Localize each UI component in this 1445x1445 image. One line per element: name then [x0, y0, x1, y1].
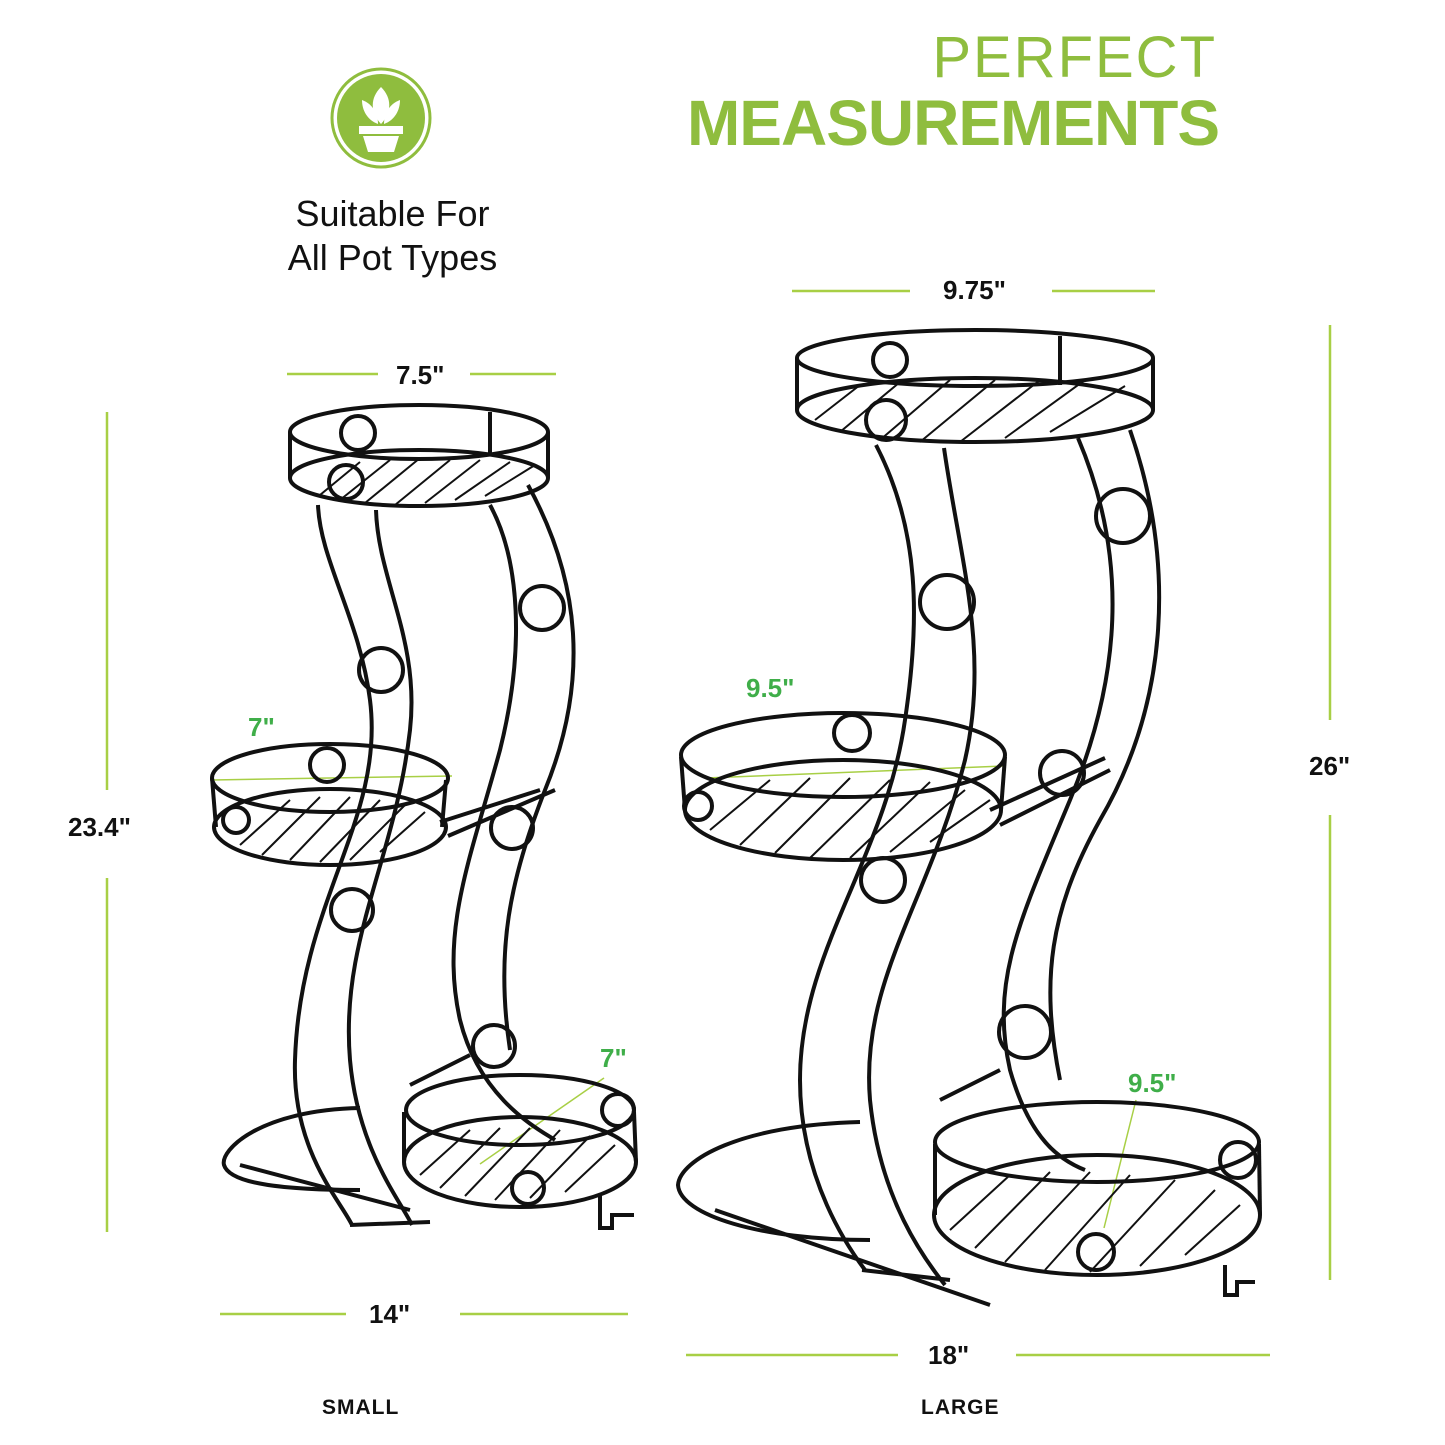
- feature-text: Suitable For All Pot Types: [240, 192, 545, 280]
- potted-plant-icon: [330, 67, 432, 169]
- small-top-width-label: 7.5": [396, 360, 445, 390]
- large-caption: LARGE: [921, 1396, 1000, 1419]
- feature-line-2: All Pot Types: [287, 237, 498, 278]
- dimension-lines: [105, 289, 1332, 1357]
- large-top-width-label: 9.75": [943, 275, 1006, 305]
- heading-perfect: PERFECT: [932, 25, 1217, 90]
- large-middle-tray-label: 9.5": [746, 673, 795, 703]
- large-height-label: 26": [1309, 751, 1351, 781]
- small-caption: SMALL: [322, 1396, 400, 1419]
- feature-line-1: Suitable For: [295, 193, 490, 234]
- large-plant-stand: [675, 328, 1262, 1307]
- small-middle-tray-label: 7": [248, 712, 275, 742]
- small-plant-stand: [210, 403, 638, 1230]
- large-base-width-label: 18": [928, 1340, 970, 1370]
- small-height-label: 23.4": [68, 812, 131, 842]
- heading-measurements: MEASUREMENTS: [686, 87, 1220, 159]
- small-base-width-label: 14": [369, 1299, 411, 1329]
- large-bottom-tray-label: 9.5": [1128, 1068, 1177, 1098]
- small-bottom-tray-label: 7": [600, 1043, 627, 1073]
